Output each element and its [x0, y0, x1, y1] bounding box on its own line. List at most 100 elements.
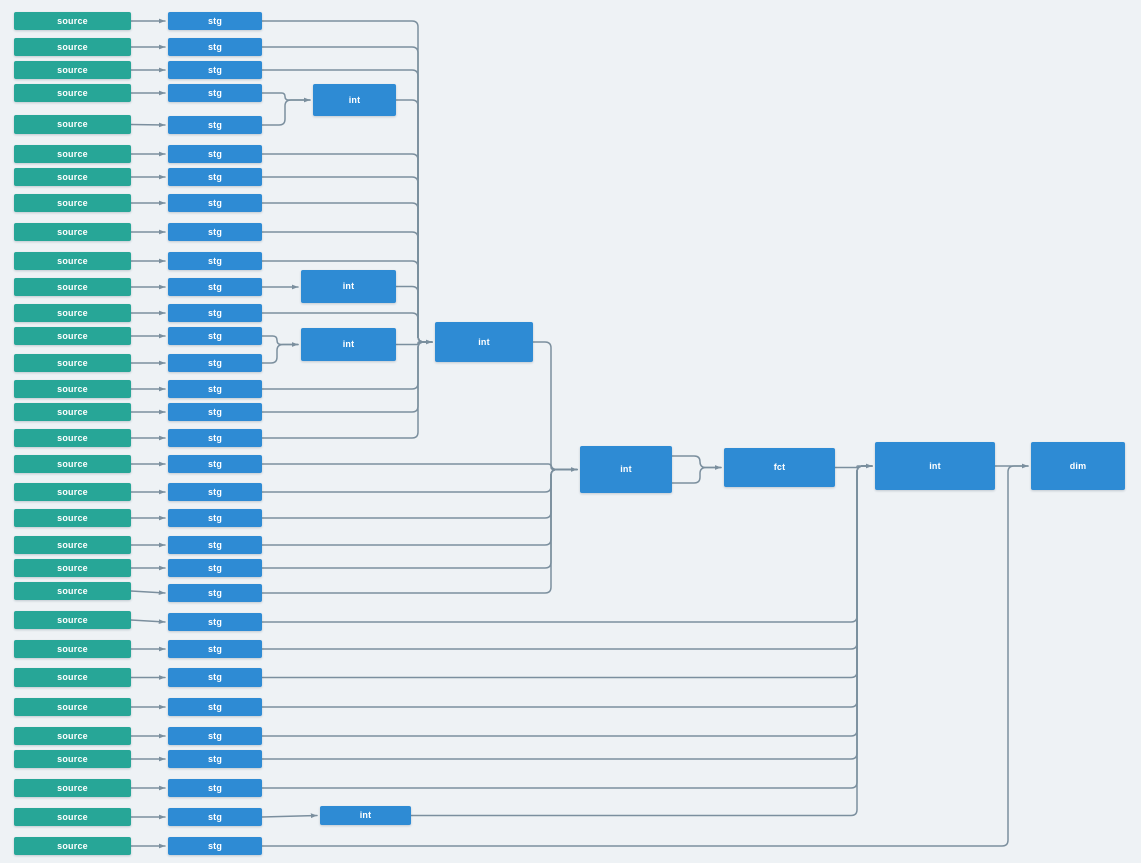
node-source-src17[interactable]: source: [14, 429, 131, 447]
node-int-int4[interactable]: int: [435, 322, 533, 362]
node-source-src31[interactable]: source: [14, 808, 131, 826]
node-source-src13[interactable]: source: [14, 327, 131, 345]
edge: [261, 468, 578, 546]
node-int-int3[interactable]: int: [301, 328, 396, 361]
node-label: source: [57, 119, 88, 129]
node-source-src18[interactable]: source: [14, 455, 131, 473]
node-stg-stg21[interactable]: stg: [168, 536, 262, 554]
node-label: source: [57, 840, 88, 851]
node-stg-stg18[interactable]: stg: [168, 455, 262, 473]
node-int-int2[interactable]: int: [301, 270, 396, 303]
node-stg-stg4[interactable]: stg: [168, 84, 262, 102]
node-source-src21[interactable]: source: [14, 536, 131, 554]
node-stg-stg13[interactable]: stg: [168, 327, 262, 345]
node-label: stg: [207, 64, 223, 75]
node-source-src4[interactable]: source: [14, 84, 131, 102]
edge: [671, 455, 722, 470]
node-label: stg: [207, 458, 223, 469]
edge: [261, 813, 318, 819]
node-stg-stg3[interactable]: stg: [168, 61, 262, 79]
node-source-src2[interactable]: source: [14, 38, 131, 56]
node-stg-stg32[interactable]: stg: [168, 837, 262, 855]
node-int-int6[interactable]: int: [875, 442, 995, 490]
node-label: source: [57, 406, 88, 417]
node-label: source: [57, 383, 88, 394]
node-fct-fct1[interactable]: fct: [724, 448, 835, 487]
node-label: source: [57, 643, 88, 654]
node-stg-stg22[interactable]: stg: [168, 559, 262, 577]
node-int-int7[interactable]: int: [320, 806, 411, 825]
node-stg-stg25[interactable]: stg: [168, 640, 262, 658]
node-source-src1[interactable]: source: [14, 12, 131, 30]
node-stg-stg5[interactable]: stg: [168, 116, 262, 134]
node-stg-stg14[interactable]: stg: [168, 354, 262, 372]
node-stg-stg26[interactable]: stg: [168, 668, 262, 687]
node-stg-stg12[interactable]: stg: [168, 304, 262, 322]
node-label: stg: [207, 512, 223, 523]
node-stg-stg9[interactable]: stg: [168, 223, 262, 241]
node-stg-stg7[interactable]: stg: [168, 168, 262, 186]
node-dim-dim1[interactable]: dim: [1031, 442, 1125, 490]
node-source-src5[interactable]: source: [14, 115, 131, 134]
node-source-src23[interactable]: source: [14, 582, 131, 600]
node-stg-stg28[interactable]: stg: [168, 727, 262, 745]
node-source-src9[interactable]: source: [14, 223, 131, 241]
node-int-int1[interactable]: int: [313, 84, 396, 116]
node-source-src30[interactable]: source: [14, 779, 131, 797]
node-stg-stg10[interactable]: stg: [168, 252, 262, 270]
node-source-src15[interactable]: source: [14, 380, 131, 398]
node-label: stg: [207, 197, 223, 208]
edge: [261, 465, 873, 623]
node-source-src16[interactable]: source: [14, 403, 131, 421]
node-label: source: [57, 171, 88, 182]
node-source-src6[interactable]: source: [14, 145, 131, 163]
node-stg-stg1[interactable]: stg: [168, 12, 262, 30]
node-label: int: [478, 336, 490, 347]
node-source-src24[interactable]: source: [14, 611, 131, 629]
edge: [261, 465, 873, 760]
node-stg-stg20[interactable]: stg: [168, 509, 262, 527]
node-stg-stg16[interactable]: stg: [168, 403, 262, 421]
node-source-src19[interactable]: source: [14, 483, 131, 501]
node-stg-stg8[interactable]: stg: [168, 194, 262, 212]
node-stg-stg6[interactable]: stg: [168, 145, 262, 163]
node-source-src25[interactable]: source: [14, 640, 131, 658]
node-stg-stg19[interactable]: stg: [168, 483, 262, 501]
node-label: stg: [207, 383, 223, 394]
node-source-src26[interactable]: source: [14, 668, 131, 687]
node-stg-stg27[interactable]: stg: [168, 698, 262, 716]
node-stg-stg2[interactable]: stg: [168, 38, 262, 56]
node-stg-stg31[interactable]: stg: [168, 808, 262, 826]
node-stg-stg11[interactable]: stg: [168, 278, 262, 296]
node-stg-stg24[interactable]: stg: [168, 613, 262, 631]
node-label: stg: [207, 330, 223, 341]
node-label: int: [342, 339, 355, 349]
node-source-src12[interactable]: source: [14, 304, 131, 322]
node-source-src14[interactable]: source: [14, 354, 131, 372]
node-label: int: [929, 460, 941, 471]
node-source-src32[interactable]: source: [14, 837, 131, 855]
node-stg-stg23[interactable]: stg: [168, 584, 262, 602]
node-source-src29[interactable]: source: [14, 750, 131, 768]
node-source-src22[interactable]: source: [14, 559, 131, 577]
node-source-src3[interactable]: source: [14, 61, 131, 79]
node-source-src7[interactable]: source: [14, 168, 131, 186]
node-source-src20[interactable]: source: [14, 509, 131, 527]
edge: [261, 465, 873, 789]
node-source-src28[interactable]: source: [14, 727, 131, 745]
edge: [261, 468, 578, 594]
node-stg-stg17[interactable]: stg: [168, 429, 262, 447]
node-label: source: [57, 701, 88, 712]
node-source-src10[interactable]: source: [14, 252, 131, 270]
node-source-src8[interactable]: source: [14, 194, 131, 212]
node-source-src27[interactable]: source: [14, 698, 131, 716]
node-label: stg: [207, 539, 223, 550]
node-source-src11[interactable]: source: [14, 278, 131, 296]
node-label: source: [57, 148, 88, 159]
node-stg-stg29[interactable]: stg: [168, 750, 262, 768]
node-stg-stg30[interactable]: stg: [168, 779, 262, 797]
node-stg-stg15[interactable]: stg: [168, 380, 262, 398]
node-int-int5[interactable]: int: [580, 446, 672, 493]
edge: [834, 463, 873, 469]
